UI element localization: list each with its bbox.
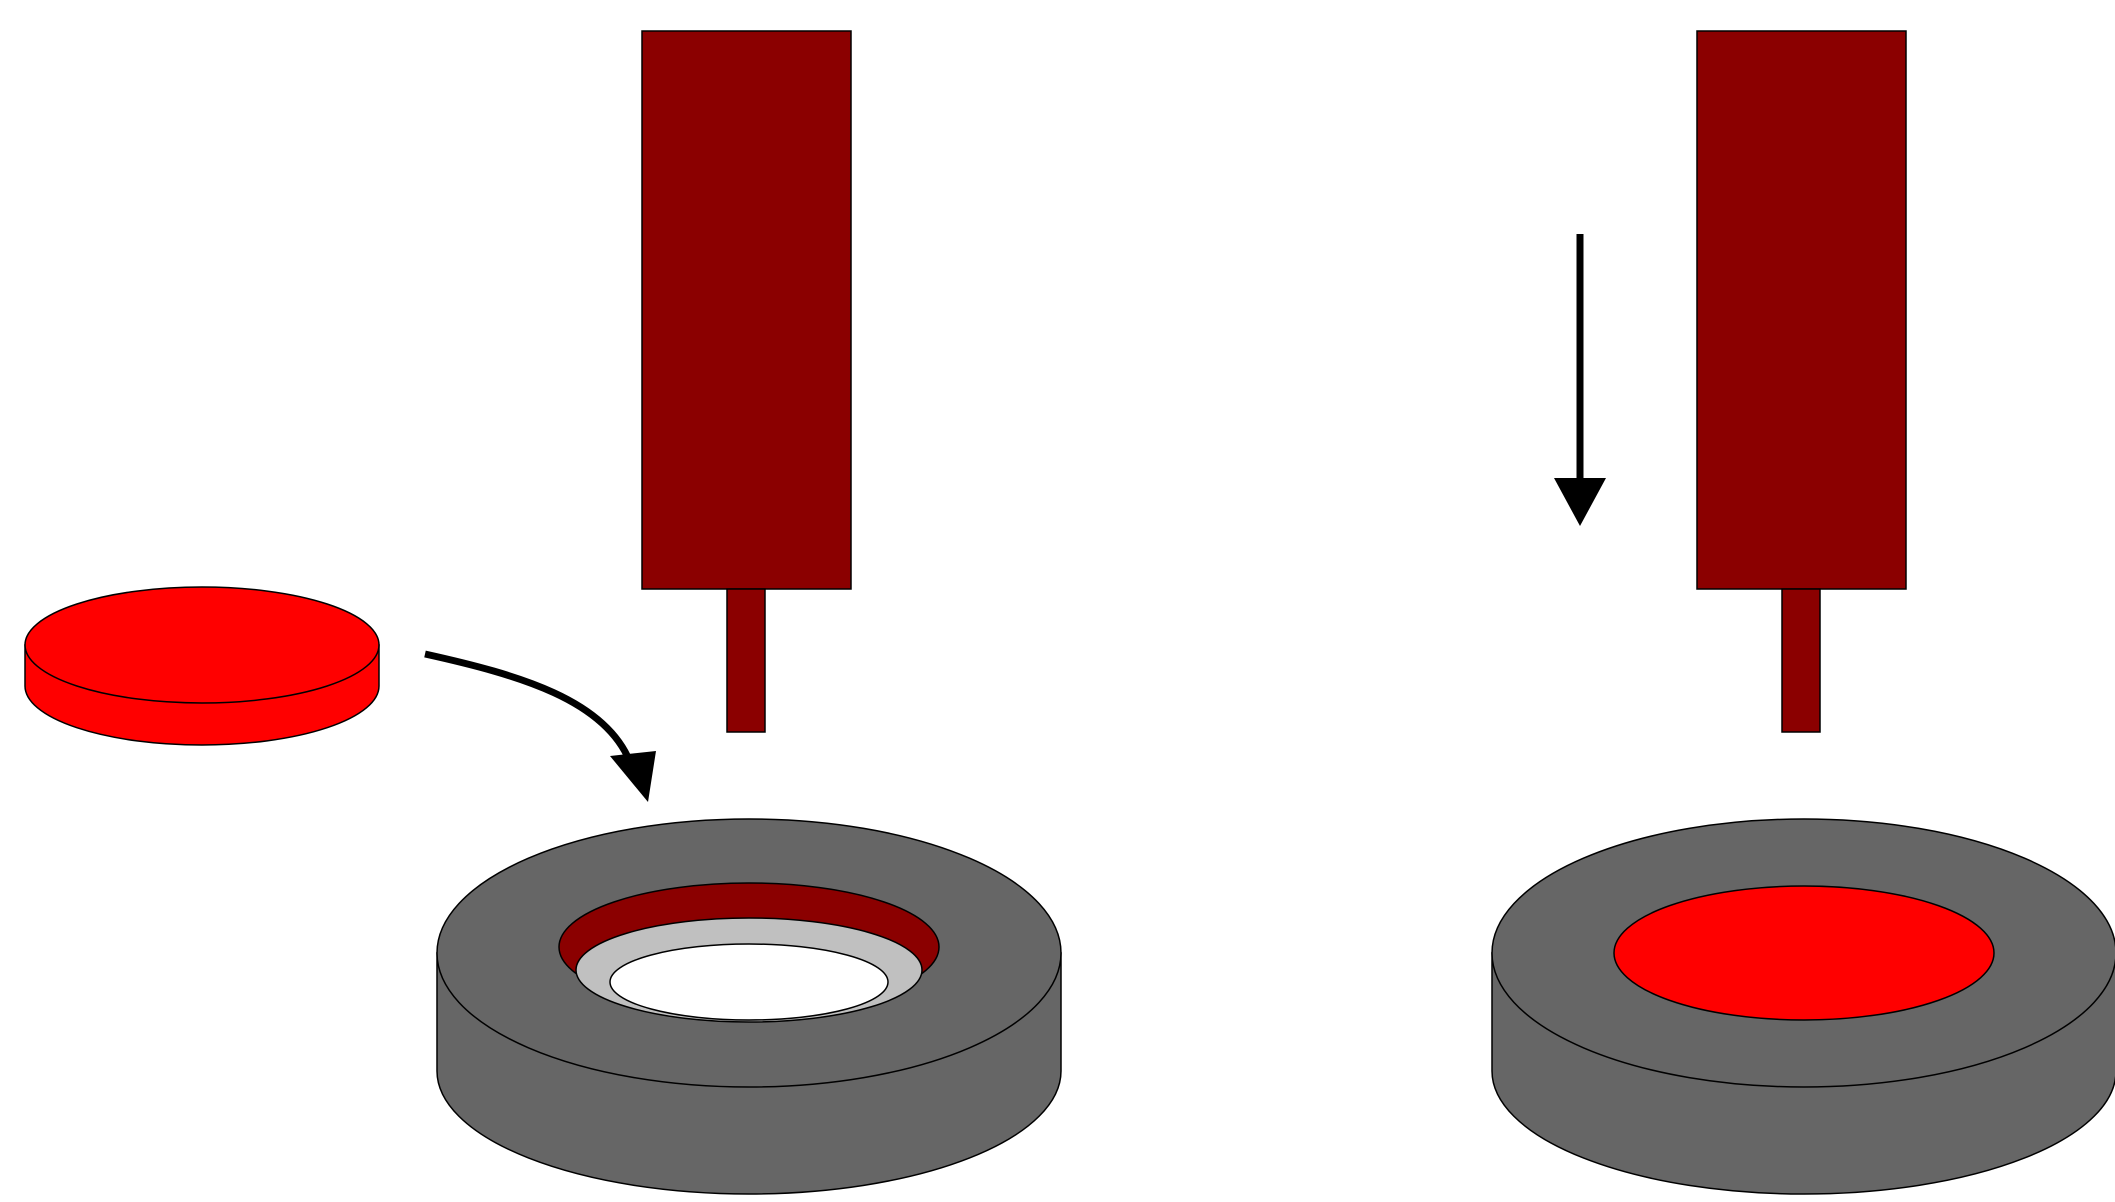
- sample-disc-top: [24, 586, 380, 704]
- curved-arrow-shaft: [424, 650, 634, 764]
- curved-arrow-head: [610, 751, 656, 802]
- empty-die-icon: [436, 818, 1062, 1195]
- filled-die-sample: [1613, 885, 1995, 1021]
- loading-step-panel: [24, 30, 1062, 1195]
- right-plunger-icon: [1696, 30, 1907, 733]
- right-plunger-rod: [1781, 588, 1821, 733]
- left-plunger-rod: [726, 588, 766, 733]
- left-plunger-icon: [641, 30, 852, 733]
- curved-arrow-icon: [424, 650, 656, 802]
- sample-disc-icon: [24, 586, 380, 746]
- right-plunger-body: [1696, 30, 1907, 590]
- down-arrow-icon: [1554, 234, 1606, 526]
- left-plunger-body: [641, 30, 852, 590]
- empty-die-hole: [609, 943, 889, 1021]
- down-arrow-head: [1554, 478, 1606, 526]
- filled-die-icon: [1491, 818, 2115, 1195]
- pressing-step-panel: [1491, 30, 2115, 1195]
